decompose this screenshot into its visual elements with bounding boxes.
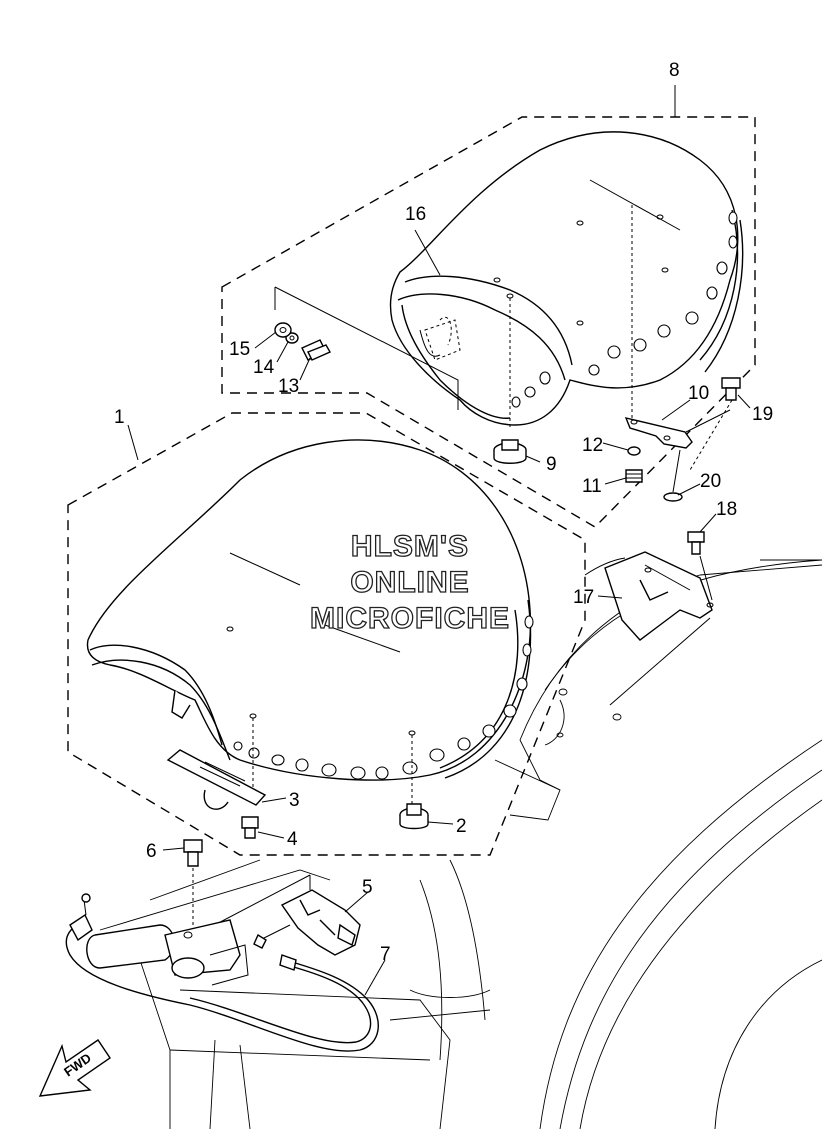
washer-20 [663,492,683,502]
callout-12: 12 [582,435,603,456]
callout-10: 10 [688,383,709,404]
hook-bracket-3 [166,749,267,810]
lead-wire-7 [65,924,379,1052]
callout-5: 5 [362,877,373,898]
callout-2: 2 [456,816,467,837]
group-1-boundary [67,412,586,856]
callout-15: 15 [229,339,250,360]
callout-18: 18 [716,499,737,520]
washer-15 [274,322,292,338]
damper-2 [399,803,429,830]
watermark-line-1: HLSM'S [351,530,469,563]
rider-seat [86,439,534,781]
hidden-line [689,399,733,471]
watermark-line-3: MICROFICHE [310,602,510,635]
callout-6: 6 [146,841,157,862]
callout-3: 3 [289,790,300,811]
callout-16: 16 [405,204,426,225]
bolt-4 [241,816,259,839]
callout-7: 7 [380,944,391,965]
leader-lines [127,85,751,996]
bolt-18 [687,531,705,555]
seat-switch-5 [280,889,361,956]
damper-9 [493,439,527,464]
callout-11: 11 [582,476,602,497]
callout-9: 9 [546,454,557,475]
callout-20: 20 [700,471,721,492]
watermark: HLSM'S ONLINE MICROFICHE [309,529,510,635]
watermark-line-2: ONLINE [350,566,469,599]
bracket-10 [624,409,731,449]
callout-8: 8 [669,60,680,81]
bracket-17 [604,551,714,641]
callout-1: 1 [114,407,125,428]
fwd-arrow: FWD [38,1039,111,1097]
callout-13: 13 [278,376,299,397]
clip-bracket [69,893,93,942]
callout-14: 14 [253,357,275,378]
callout-4: 4 [287,829,298,850]
screw-13 [301,339,331,361]
washer-12 [627,446,641,456]
bolt-6 [183,839,203,867]
callout-17: 17 [573,587,594,608]
frame-tube [86,919,249,986]
callout-labels: 1 2 3 4 5 6 7 8 9 10 11 12 13 14 15 16 1… [114,60,773,965]
pillion-seat [389,131,744,426]
bolt-11 [625,469,643,483]
callout-19: 19 [752,404,773,425]
bolt-19 [721,377,741,401]
